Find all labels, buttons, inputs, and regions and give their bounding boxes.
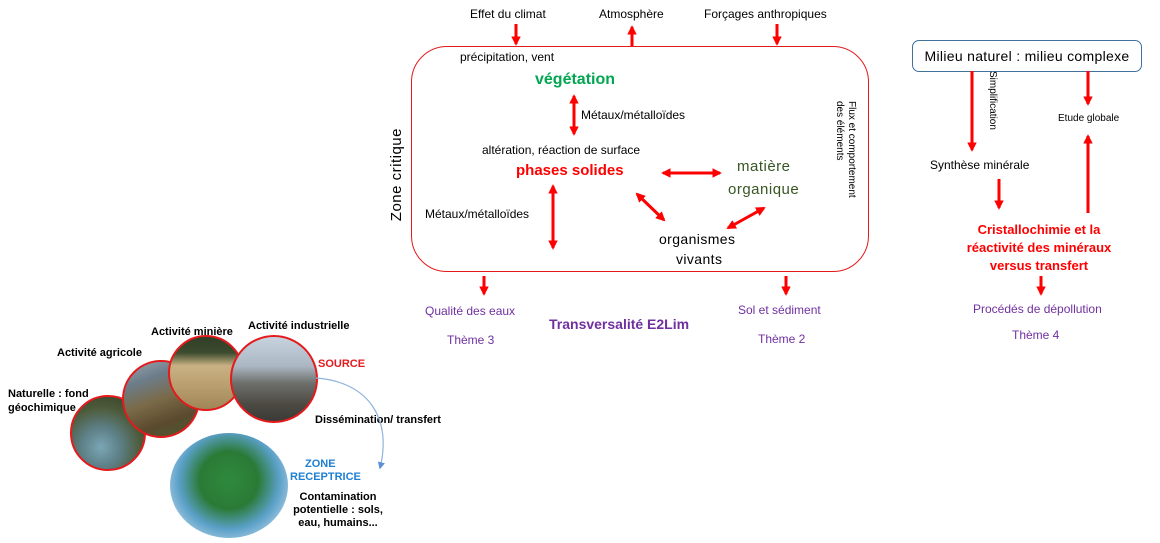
critical-zone-box [411, 46, 869, 272]
crystal-line3: versus transfert [989, 258, 1089, 273]
mineral-synthesis-label: Synthèse minérale [930, 158, 1030, 172]
global-study-label: Etude globale [1058, 113, 1120, 124]
theme2-label: Thème 2 [758, 332, 806, 346]
organic-matter-line1: matière [737, 158, 791, 175]
transversality-label: Transversalité E2Lim [549, 316, 690, 332]
theme3-label: Thème 3 [447, 333, 495, 347]
organisms-line2: vivants [676, 251, 723, 267]
atmosphere-label: Atmosphère [599, 7, 664, 21]
natural-line1: Naturelle : fond [8, 388, 89, 400]
contamination-line3: eau, humains... [298, 517, 378, 529]
organic-organisms-arrow [726, 206, 766, 230]
anthropic-forcing-label: Forçages anthropiques [704, 7, 827, 21]
receptor-line1: ZONE [305, 458, 336, 470]
industrial-label: Activité industrielle [248, 320, 350, 332]
flux-label-line2: des éléments [834, 101, 845, 161]
milieu-naturel-box: Milieu naturel : milieu complexe [912, 40, 1142, 72]
milieu-naturel-label: Milieu naturel : milieu complexe [924, 48, 1130, 64]
industrial-photo [230, 335, 318, 423]
source-label: SOURCE [318, 358, 366, 370]
mining-label: Activité minière [151, 326, 233, 338]
crystal-line2: réactivité des minéraux [966, 240, 1112, 255]
receptor-line2: RECEPTRICE [290, 471, 361, 483]
receptor-landscape [170, 433, 288, 538]
crystal-line1: Cristallochimie et la [977, 222, 1101, 237]
theme4-label: Thème 4 [1012, 328, 1060, 342]
organic-matter-line2: organique [728, 181, 800, 198]
dissemination-label: Dissémination/ transfert [315, 414, 441, 426]
natural-line2: géochimique [8, 402, 76, 414]
dissemination-curve [315, 377, 385, 470]
soil-sediment-label: Sol et sédiment [738, 303, 821, 317]
agricultural-label: Activité agricole [57, 347, 142, 359]
metals-upper-label: Métaux/métalloïdes [581, 108, 686, 122]
solids-organisms-arrow [635, 192, 666, 222]
simplification-label: Simplification [987, 71, 998, 130]
organisms-line1: organismes [659, 231, 736, 247]
solid-phases-label: phases solides [516, 162, 624, 179]
precipitation-label: précipitation, vent [460, 50, 555, 64]
climate-effect-label: Effet du climat [470, 7, 546, 21]
vegetation-label: végétation [535, 71, 616, 88]
metals-lower-label: Métaux/métalloïdes [425, 207, 530, 221]
depollution-label: Procédés de dépollution [973, 302, 1102, 316]
alteration-label: altération, réaction de surface [482, 143, 641, 157]
water-quality-label: Qualité des eaux [425, 304, 516, 318]
contamination-line2: potentielle : sols, [293, 504, 383, 516]
flux-label-line1: Flux et comportement [846, 101, 857, 198]
contamination-line1: Contamination [299, 491, 377, 503]
